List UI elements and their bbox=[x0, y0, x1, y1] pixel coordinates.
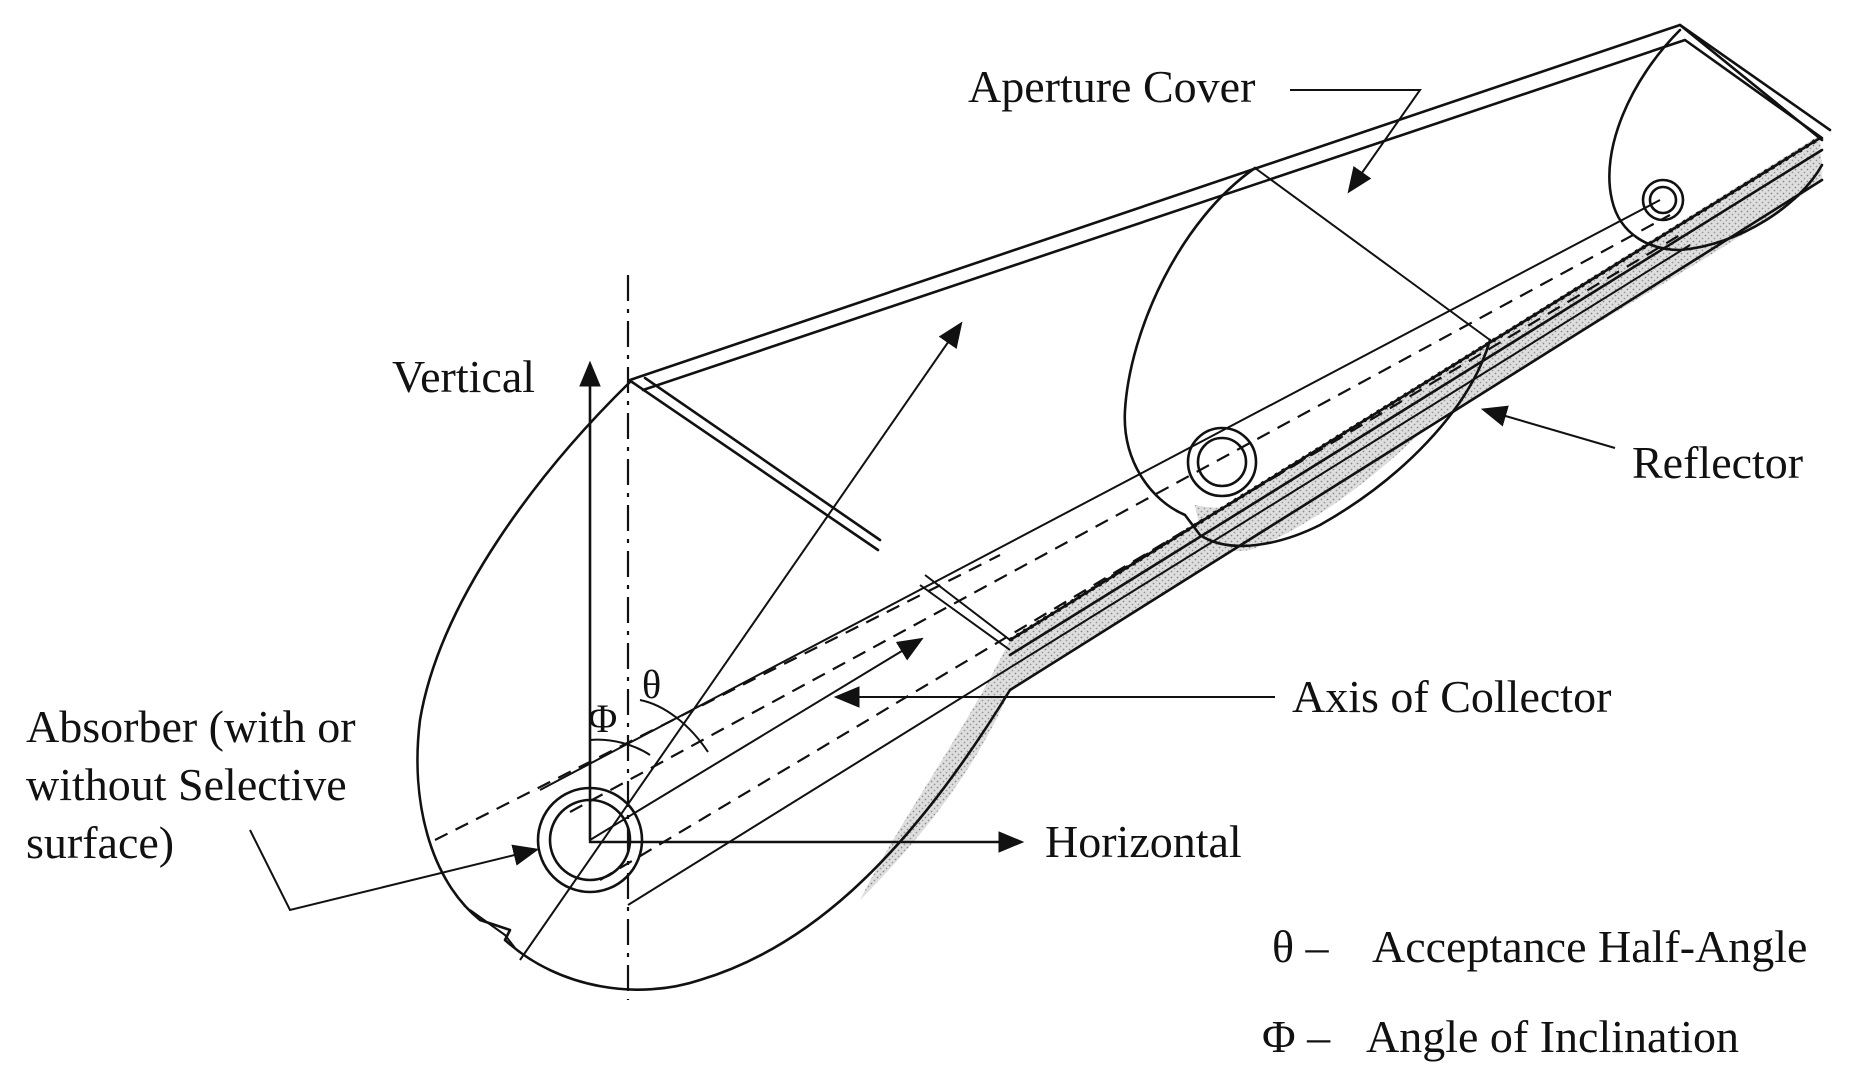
aperture-cover-leader bbox=[1290, 89, 1422, 194]
absorber-tube-dash-3 bbox=[434, 554, 1001, 841]
vertical-label: Vertical bbox=[392, 351, 535, 402]
section-cut-mark bbox=[919, 574, 1011, 651]
aperture-cover-label: Aperture Cover bbox=[968, 61, 1255, 112]
collector-axis-arrow bbox=[589, 637, 924, 841]
absorber-rear-circle bbox=[1641, 178, 1685, 222]
legend: θ – Acceptance Half-Angle Φ – Angle of I… bbox=[1262, 921, 1807, 1062]
reflector-leader bbox=[1480, 405, 1616, 449]
aperture-cover-front-edge bbox=[630, 376, 882, 552]
absorber-tube-dash-1 bbox=[569, 214, 1671, 813]
theta-label: θ bbox=[642, 662, 661, 707]
absorber-middle-circle bbox=[1186, 426, 1258, 498]
middle-reflector-profile bbox=[1123, 166, 1492, 548]
aperture-cover-rear-edge bbox=[1678, 23, 1824, 142]
phi-label: Φ bbox=[588, 696, 617, 741]
absorber-label-line1: Absorber (with or bbox=[26, 701, 356, 752]
absorber-label-line2: without Selective bbox=[26, 759, 347, 810]
front-reflector-profile bbox=[416, 380, 1012, 991]
legend-theta-text: Acceptance Half-Angle bbox=[1372, 921, 1807, 972]
legend-phi-text: Angle of Inclination bbox=[1366, 1011, 1739, 1062]
absorber-tube-bottom bbox=[627, 244, 1691, 906]
reflector-label: Reflector bbox=[1632, 437, 1803, 488]
front-reflector-notch bbox=[469, 909, 516, 949]
middle-cross-line bbox=[1254, 167, 1491, 341]
reflector-shaded-bulge bbox=[1195, 380, 1470, 551]
legend-phi-symbol: Φ – bbox=[1262, 1011, 1331, 1062]
phi-angle-arc bbox=[589, 738, 651, 756]
reflector-shaded-bulge-end bbox=[1650, 160, 1822, 248]
acceptance-ray-arrow bbox=[519, 321, 963, 961]
rear-reflector-profile bbox=[1608, 28, 1824, 252]
horizontal-label: Horizontal bbox=[1045, 816, 1242, 867]
theta-angle-arc bbox=[639, 699, 709, 753]
absorber-tube-serrations bbox=[1008, 136, 1822, 642]
reflector-shaded-surface bbox=[860, 135, 1822, 900]
axis-of-collector-label: Axis of Collector bbox=[1292, 671, 1611, 722]
legend-theta-symbol: θ – bbox=[1272, 921, 1330, 972]
absorber-leader bbox=[249, 829, 540, 912]
absorber-label-line3: surface) bbox=[26, 817, 174, 868]
